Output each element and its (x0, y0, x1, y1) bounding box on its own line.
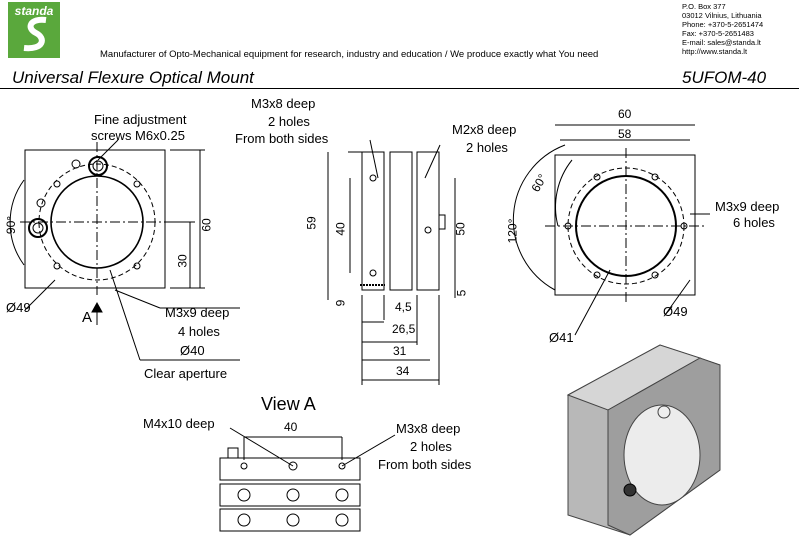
contact-fax: Fax: +370-5-2651483 (682, 29, 754, 38)
front-m3x9-label: M3x9 deep (165, 305, 230, 320)
contact-pobox: P.O. Box 377 (682, 2, 726, 11)
front-angle-90: 90° (4, 215, 19, 235)
back-m3x9-label-line1: M3x9 deep (715, 199, 780, 214)
logo-mark (23, 16, 47, 52)
side-dim-40: 40 (333, 222, 348, 236)
side-dim-26-5: 26,5 (392, 322, 416, 336)
front-dia-40: Ø40 (180, 343, 205, 358)
side-dim-5: 5 (454, 289, 469, 297)
back-m3x9-label-line2: 6 holes (733, 215, 775, 230)
view-a-m3x8-line1: M3x8 deep (396, 421, 461, 436)
side-dim-9: 9 (333, 299, 348, 307)
drawing-title: Universal Flexure Optical Mount (12, 68, 254, 87)
front-dia-49: Ø49 (6, 300, 31, 315)
side-dim-50: 50 (453, 222, 468, 236)
clear-aperture-label: Clear aperture (144, 366, 228, 381)
back-dim-58: 58 (618, 127, 632, 141)
side-m3x8-label-line1: M3x8 deep (251, 96, 316, 111)
part-number: 5UFOM-40 (682, 68, 767, 87)
view-a-geometry (219, 427, 396, 532)
side-dim-4-5: 4,5 (395, 300, 412, 314)
view-a-marker: A (82, 309, 93, 326)
side-dim-34: 34 (396, 364, 410, 378)
contact-website: http://www.standa.lt (682, 47, 748, 56)
front-view-geometry (9, 139, 240, 361)
side-m2x8-label-line1: M2x8 deep (452, 122, 517, 137)
tagline: Manufacturer of Opto-Mechanical equipmen… (100, 49, 599, 60)
side-dim-59: 59 (304, 216, 319, 230)
contact-phone: Phone: +370-5-2651474 (682, 20, 764, 29)
standa-logo: standa (8, 2, 60, 58)
side-dim-31: 31 (393, 344, 407, 358)
side-m3x8-label-line3: From both sides (235, 131, 329, 146)
front-dim-60: 60 (199, 218, 214, 232)
side-m2x8-label-line2: 2 holes (466, 140, 508, 155)
fine-adjustment-label-line2: screws M6x0.25 (91, 128, 185, 143)
view-a-m3x8-line2: 2 holes (410, 439, 452, 454)
side-view-geometry (327, 139, 456, 385)
front-4holes-label: 4 holes (178, 324, 220, 339)
back-view-geometry (512, 124, 710, 336)
isometric-render (566, 344, 721, 536)
side-m3x8-label-line2: 2 holes (268, 114, 310, 129)
contact-email: E-mail: sales@standa.lt (682, 38, 761, 47)
back-angle-120: 120° (505, 218, 520, 244)
header-divider (0, 88, 799, 89)
brand-name: standa (14, 4, 54, 18)
view-a-dim-40: 40 (284, 420, 298, 434)
view-a-title: View A (261, 394, 316, 414)
back-dia-49: Ø49 (663, 304, 688, 319)
contact-city: 03012 Vilnius, Lithuania (682, 11, 762, 20)
view-a-m4x10-label: M4x10 deep (143, 416, 215, 431)
front-dim-30: 30 (175, 254, 190, 268)
fine-adjustment-label-line1: Fine adjustment (94, 112, 187, 127)
back-dia-41: Ø41 (549, 330, 574, 345)
view-a-m3x8-line3: From both sides (378, 457, 472, 472)
back-dim-60: 60 (618, 107, 632, 121)
